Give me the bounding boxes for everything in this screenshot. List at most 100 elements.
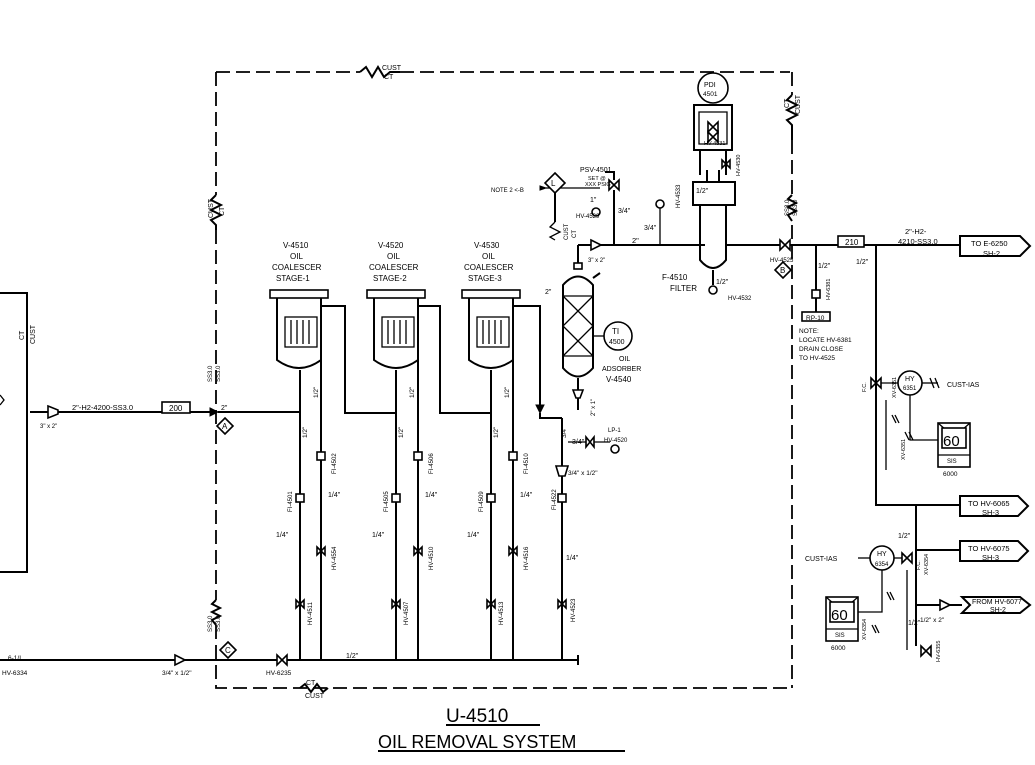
adsorber-hv-label: HV-4520 <box>604 438 628 444</box>
outlet-line <box>726 235 1032 606</box>
inlet-line-label: 2"-H2-4200-SS3.0 <box>72 403 133 412</box>
sis-lower-sub: SIS <box>835 633 845 639</box>
coalescer-2-desc: COALESCER <box>369 263 419 272</box>
drain-node-diamond <box>218 640 238 660</box>
psv-size: 1" <box>590 197 597 204</box>
psv-hv: HV-4529 <box>576 214 600 220</box>
coalescer-1-stage: STAGE-1 <box>276 274 310 283</box>
hy-upper-tag: HY <box>905 376 915 383</box>
adsorber-desc: ADSORBER <box>602 366 641 373</box>
coalescer-2-d1: 1/4" <box>372 532 385 539</box>
hy-upper-fc: F.C. <box>862 382 868 392</box>
coalescer-3-stage: STAGE-3 <box>468 274 502 283</box>
note-line-1: NOTE: <box>799 328 819 335</box>
coalescer-3-fi2: FI-4510 <box>524 453 530 474</box>
system-title: OIL REMOVAL SYSTEM <box>378 732 576 752</box>
hy-lower-cust: CUST-IAS <box>805 556 838 563</box>
psv-line-size: 2" <box>632 236 639 245</box>
psv-size2: 3/4" <box>618 208 631 215</box>
hy-lower-size2: 1/2" <box>908 620 921 627</box>
note-line-4: TO HV-4525 <box>799 355 835 362</box>
inlet-ref-box <box>161 401 191 414</box>
package-boundary <box>208 65 800 694</box>
adsorber-reducer <box>554 465 570 477</box>
spec-label-6: SS3.0 <box>793 199 799 216</box>
boundary-ct-bottom: CT <box>306 680 316 687</box>
coalescer-2-drain-size: 1/2" <box>398 426 405 438</box>
hy-lower-reducer: 1/2" x 2" <box>920 617 945 624</box>
coalescer-2-fi: FI-4505 <box>384 491 390 512</box>
filter-tag: F-4510 <box>662 273 688 282</box>
psv-set: SET @ <box>588 176 606 182</box>
hy-lower-hv: HV-6355 <box>936 641 942 662</box>
coalescer-2-name: OIL <box>387 252 400 261</box>
filter-drain-hv: HV-4532 <box>728 296 752 302</box>
coalescer-3-d1: 1/4" <box>467 532 480 539</box>
adsorber-drain-valve <box>585 434 595 450</box>
coalescer-1-name: OIL <box>290 252 303 261</box>
hy-upper-cust: CUST-IAS <box>947 382 980 389</box>
hy-lower-size: 1/2" <box>898 533 911 540</box>
psv-reducer: 3" x 2" <box>588 258 605 264</box>
branch-2-arrow <box>959 540 1030 562</box>
adsorber-ti-label: TI <box>612 327 619 336</box>
hy-upper-assembly <box>870 370 940 470</box>
coalescer-3-fi: FI-4509 <box>479 491 485 512</box>
outlet-dest: TO E-6250 <box>971 239 1008 248</box>
sis-upper-number: 60 <box>943 433 960 450</box>
coalescer-3 <box>461 289 521 369</box>
hy-lower-number: 6354 <box>875 562 889 568</box>
hy-upper-xv: XV-6351 <box>901 439 907 460</box>
coalescer-2-vent-size: 1/2" <box>409 386 416 398</box>
coalescer-3-desc: COALESCER <box>464 263 514 272</box>
note-line-2: LOCATE HV-6381 <box>799 337 852 344</box>
coalescer-1-vent-size: 1/2" <box>313 386 320 398</box>
branch-1-sheet: SH-3 <box>982 508 999 517</box>
psv-ct: CT <box>572 230 578 238</box>
outlet-branch-size: 1/2" <box>856 259 869 266</box>
branch-1-dest: TO HV-6065 <box>968 499 1010 508</box>
coalescer-2-hv: HV-4507 <box>404 601 410 625</box>
spec-label-1: SS3.0 <box>208 365 214 382</box>
drain-node-letter: C <box>225 646 231 655</box>
outlet-plug-box <box>801 311 831 322</box>
spec-label-3: SS3.0 <box>208 615 214 632</box>
inlet-size-label: 2" <box>221 405 228 412</box>
hy-lower-xv: XV-6354 <box>862 619 868 640</box>
outlet-line-label-1: 2"-H2- <box>905 227 927 236</box>
filter-inlet-vent <box>655 199 665 209</box>
filter-hv-side: HV-4530 <box>736 155 742 176</box>
coalescer-1-hv2: HV-4554 <box>332 546 338 570</box>
hy-lower-valve: XV-6354 <box>924 554 930 575</box>
inlet-ref-number: 200 <box>169 404 183 413</box>
coalescer-1 <box>269 289 329 369</box>
outlet-line-label-2: 4210-SS3.0 <box>898 237 938 246</box>
boundary-cust-top: CUST <box>382 65 402 72</box>
adsorber-tag: V-4540 <box>606 375 632 384</box>
filter-desc: FILTER <box>670 284 697 293</box>
coalescer-3-name: OIL <box>482 252 495 261</box>
hy-lower-tag: HY <box>877 551 887 558</box>
coalescer-1-tag: V-4510 <box>283 241 309 250</box>
psv-set-psig: XXX PSIG <box>585 182 611 188</box>
outlet-sheet: SH-2 <box>983 249 1000 258</box>
boundary-cust-bottom: CUST <box>305 693 325 700</box>
psv-cust: CUST <box>564 223 570 240</box>
coalescer-3-hv2: HV-4516 <box>524 546 530 570</box>
adsorber-fi-label: FI-4522 <box>552 489 558 510</box>
psv-tag: PSV-4501 <box>580 167 612 174</box>
outlet-vent-size: 1/2" <box>818 263 831 270</box>
coalescer-3-tag: V-4530 <box>474 241 500 250</box>
coalescer-piping <box>299 305 563 660</box>
outlet-plug: RP-10 <box>806 315 825 322</box>
coalescer-2-fi2: FI-4506 <box>429 453 435 474</box>
coalescer-3-vent-size: 1/2" <box>504 386 511 398</box>
outlet-vent-hv: HV-6381 <box>826 279 832 300</box>
filter-inlet-vent-hv: HV-4533 <box>676 184 682 208</box>
adsorber-name: OIL <box>619 356 630 363</box>
boundary-ct-top: CT <box>384 74 394 81</box>
boundary-ct-left: CT <box>219 206 226 216</box>
drain-header <box>0 653 579 667</box>
coalescer-3-d2: 1/4" <box>520 492 533 499</box>
